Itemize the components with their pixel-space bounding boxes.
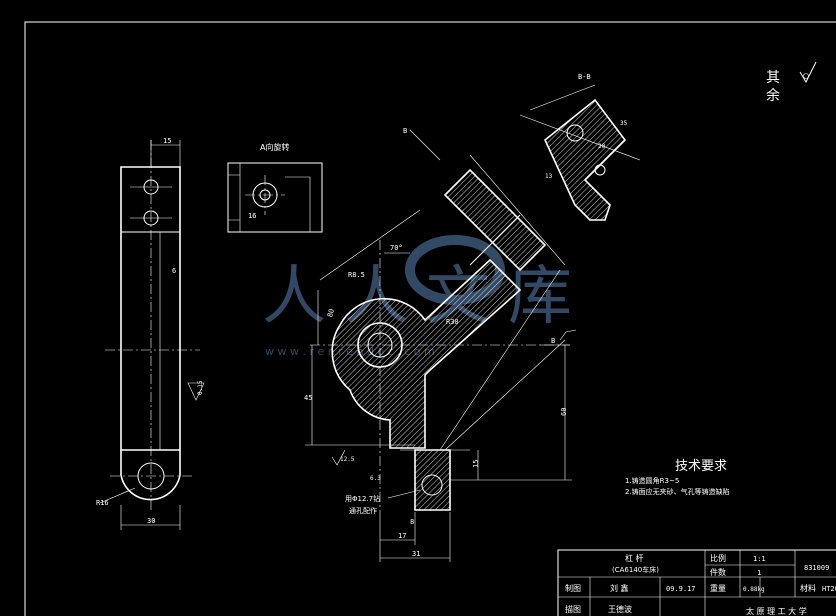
dim-60: 60 [560, 408, 568, 416]
section-bb-label: B-B [578, 73, 591, 81]
tb-weight-label: 重量 [710, 583, 726, 593]
a-view: A向旋转 16 [227, 142, 323, 233]
dim-top-width: 15 [163, 137, 171, 145]
tb-school: 太 原 理 工 大 学 [746, 606, 807, 616]
dim-45: 45 [304, 394, 312, 402]
tb-designer: 刘 鑫 [610, 583, 629, 593]
tb-date: 09.9.17 [666, 585, 696, 593]
tb-design-label: 制图 [565, 583, 581, 593]
dim-bb-3: 35 [620, 120, 628, 127]
dim-17: 17 [398, 532, 406, 540]
tb-check-label: 描图 [565, 604, 581, 614]
tb-material-value: HT200 [822, 585, 836, 593]
dim-left-radius: R16 [96, 499, 109, 507]
tb-part-name: 杠 杆 [625, 553, 644, 563]
surface-finish-note: 其 余 [766, 61, 817, 104]
title-block: 杠 杆 (CA6140车床) 比例 1:1 件数 1 831009 制图 刘 鑫… [557, 549, 836, 616]
tech-req-item-1: 1.铸造圆角R3~5 [625, 476, 679, 485]
dim-a-view: 16 [248, 212, 256, 220]
dim-31: 31 [412, 550, 420, 558]
left-view: 15 30 6 R16 0.15 [96, 137, 205, 530]
dim-left-tol: 0.15 [197, 380, 204, 395]
dim-angle: 70° [390, 244, 403, 252]
main-view: B B 70° R30 R8.5 80 45 60 15 17 31 8 用Φ1… [304, 127, 577, 562]
technical-requirements: 技术要求 1.铸造圆角R3~5 2.铸面应无夹砂、气孔等铸造缺陷 [625, 459, 730, 496]
dim-15: 15 [472, 460, 480, 468]
surface-finish-symbol [799, 61, 817, 84]
tb-qty-label: 件数 [710, 567, 726, 577]
dim-left-small: 6 [172, 267, 176, 275]
tb-checker: 王德波 [608, 604, 632, 614]
dim-bb-2: 13 [545, 173, 553, 180]
dim-r8-5: R8.5 [348, 271, 365, 279]
tb-scale-value: 1:1 [753, 555, 766, 563]
surface-finish-line2: 余 [766, 87, 780, 104]
surface-finish-line1: 其 [766, 70, 780, 86]
tb-weight-value: 0.88kg [743, 586, 765, 593]
tech-req-item-2: 2.铸面应无夹砂、气孔等铸造缺陷 [625, 487, 730, 496]
dim-bb-1: 20 [598, 143, 606, 150]
marker-12-5: 12.5 [340, 456, 355, 463]
tb-material-label: 材料 [800, 583, 816, 593]
marker-b1: B [403, 127, 407, 135]
note-hole: 用Φ12.7钻 [345, 494, 380, 503]
tech-req-title: 技术要求 [675, 459, 727, 474]
drawing-frame [24, 21, 836, 616]
a-view-label: A向旋转 [260, 142, 289, 152]
tb-qty-value: 1 [757, 569, 761, 577]
tb-part-sub: (CA6140车床) [612, 565, 659, 574]
dim-left-bottom: 30 [147, 517, 155, 525]
tb-scale-label: 比例 [710, 553, 726, 563]
section-bb: B-B 20 13 35 [519, 73, 641, 221]
marker-6-3: 6.3 [370, 475, 381, 482]
dim-r30: R30 [446, 318, 459, 326]
tb-drawing-no: 831009 [804, 564, 829, 572]
dim-80: 80 [326, 308, 336, 318]
dim-8: 8 [410, 518, 414, 526]
marker-b2: B [551, 337, 555, 345]
note-hole2: 通孔配作 [349, 506, 377, 515]
